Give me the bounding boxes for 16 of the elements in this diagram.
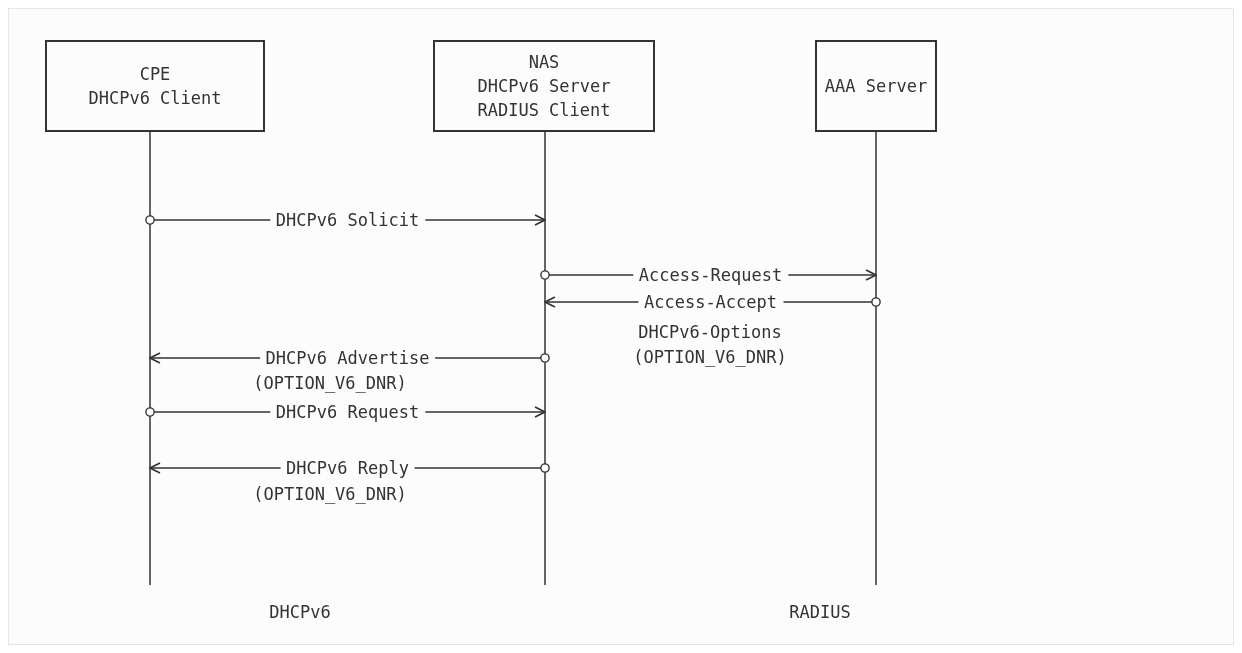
participant-name: CPE: [139, 63, 171, 86]
participant-name: DHCPv6 Client: [88, 87, 222, 110]
edge-label: DHCPv6 Reply: [280, 458, 415, 478]
participant-name: AAA Server: [824, 75, 928, 98]
message-note: DHCPv6-Options: [638, 322, 782, 342]
participant-name: DHCPv6 Server: [477, 75, 611, 98]
edge-label: DHCPv6 Request: [269, 402, 426, 422]
protocol-label: DHCPv6: [269, 602, 331, 622]
edge-label: Access-Request: [632, 265, 789, 285]
message-note: (OPTION_V6_DNR): [253, 484, 407, 504]
message-note: (OPTION_V6_DNR): [633, 347, 787, 367]
participant-name: NAS: [528, 51, 560, 74]
message-note: (OPTION_V6_DNR): [253, 373, 407, 393]
edge-label: Access-Accept: [637, 292, 784, 312]
protocol-label: RADIUS: [789, 602, 851, 622]
participant-name: RADIUS Client: [477, 99, 611, 122]
